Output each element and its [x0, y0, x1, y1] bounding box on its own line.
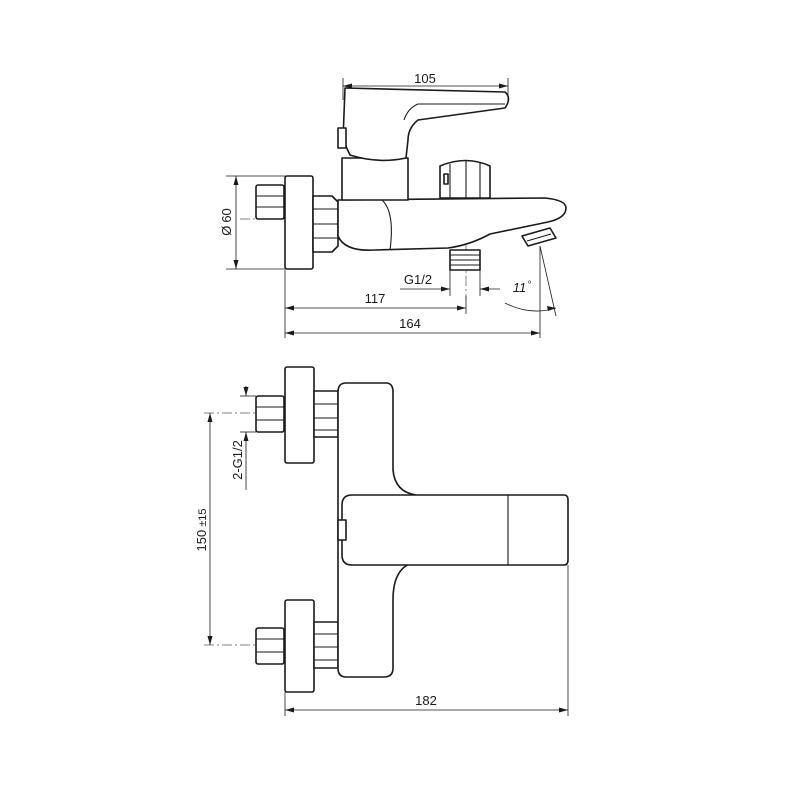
upper-inlet-cap [255, 395, 285, 433]
dim-117-label: 117 [365, 291, 386, 306]
spout-front [341, 494, 569, 566]
dim-182-label: 182 [415, 693, 437, 708]
lever-pin-front [337, 519, 347, 541]
mixer-body-side [337, 197, 567, 252]
diverter-knob-side [439, 159, 491, 199]
inlet-cap-side [255, 184, 285, 220]
lever-side [342, 87, 510, 162]
lower-wall-flange [284, 599, 315, 693]
side-view: 105 Ø60 G1/2 117 164 11° [219, 71, 567, 338]
upper-hex-nut [313, 390, 339, 438]
dim-diameter-label: Ø60 [219, 208, 234, 236]
dim-inlet-thread-label: 2-G1/2 [230, 440, 245, 480]
dim-105-label: 105 [414, 71, 436, 86]
upper-wall-flange [284, 366, 315, 464]
dim-150-label: 150±15 [194, 509, 209, 552]
cartridge-housing-side [341, 157, 409, 201]
lower-hex-nut [313, 621, 339, 669]
dim-angle-label: 11° [513, 280, 532, 295]
dim-outlet-thread-label: G1/2 [404, 272, 432, 287]
dim-164-label: 164 [399, 316, 421, 331]
lower-inlet-cap [255, 627, 285, 665]
lever-pin [337, 127, 347, 149]
wall-flange-side [284, 175, 314, 270]
front-view: 2-G1/2 150±15 182 [194, 366, 569, 716]
